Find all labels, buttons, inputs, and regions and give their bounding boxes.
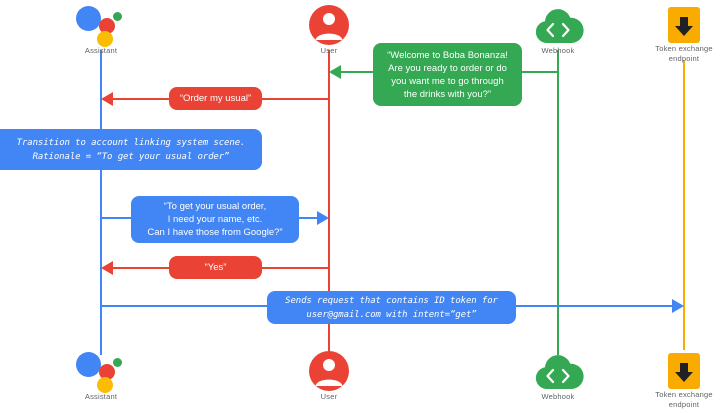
message-welcome-text: “Welcome to Boba Bonanza! Are you ready … [387,49,508,100]
cloud-code-icon [528,350,588,390]
google-assistant-icon [71,4,131,47]
cloud-code-icon [528,4,588,44]
arrow-head-sends-request [672,299,684,313]
lifeline-user [328,50,330,355]
message-order-my-usual-text: “Order my usual” [179,93,252,104]
actor-label-user-top: User [320,46,338,55]
message-sends-request-text: Sends request that contains ID token for… [285,295,498,320]
actor-label-assistant-bottom: Assistant [84,392,118,401]
actor-user-top[interactable]: User [299,4,359,56]
lifeline-token-endpoint [683,60,685,350]
user-avatar-icon [299,350,359,391]
message-order-my-usual[interactable]: “Order my usual” [169,87,262,110]
actor-token-endpoint-bottom[interactable]: Token exchange endpoint [649,350,719,410]
lifeline-assistant [100,50,102,355]
actor-label-webhook-top: Webhook [541,46,575,55]
actor-assistant-top[interactable]: Assistant [71,4,131,56]
token-download-icon [649,350,719,390]
token-download-icon [649,4,719,44]
arrow-head-ask-for-name [317,211,329,225]
google-assistant-icon [71,350,131,393]
actor-assistant-bottom[interactable]: Assistant [71,350,131,402]
message-transition-note-text: Transition to account linking system sce… [16,137,246,162]
message-yes[interactable]: “Yes” [169,256,262,279]
message-ask-for-name-text: “To get your usual order, I need your na… [147,201,283,238]
actor-webhook-top[interactable]: Webhook [528,4,588,56]
actor-label-webhook-bottom: Webhook [541,392,575,401]
actor-user-bottom[interactable]: User [299,350,359,402]
message-transition-note[interactable]: Transition to account linking system sce… [0,129,262,170]
actor-webhook-bottom[interactable]: Webhook [528,350,588,402]
arrow-head-order-my-usual [101,92,113,106]
arrow-head-welcome [329,65,341,79]
user-avatar-icon [299,4,359,45]
actor-label-token-endpoint-top: Token exchange endpoint [655,44,713,63]
message-ask-for-name[interactable]: “To get your usual order, I need your na… [131,196,299,243]
message-welcome[interactable]: “Welcome to Boba Bonanza! Are you ready … [373,43,522,106]
actor-token-endpoint-top[interactable]: Token exchange endpoint [649,4,719,64]
lifeline-webhook [557,50,559,355]
actor-label-token-endpoint-bottom: Token exchange endpoint [655,390,713,409]
actor-label-assistant-top: Assistant [84,46,118,55]
message-sends-request[interactable]: Sends request that contains ID token for… [267,291,516,324]
message-yes-text: “Yes” [204,262,227,273]
actor-label-user-bottom: User [320,392,338,401]
arrow-head-yes [101,261,113,275]
